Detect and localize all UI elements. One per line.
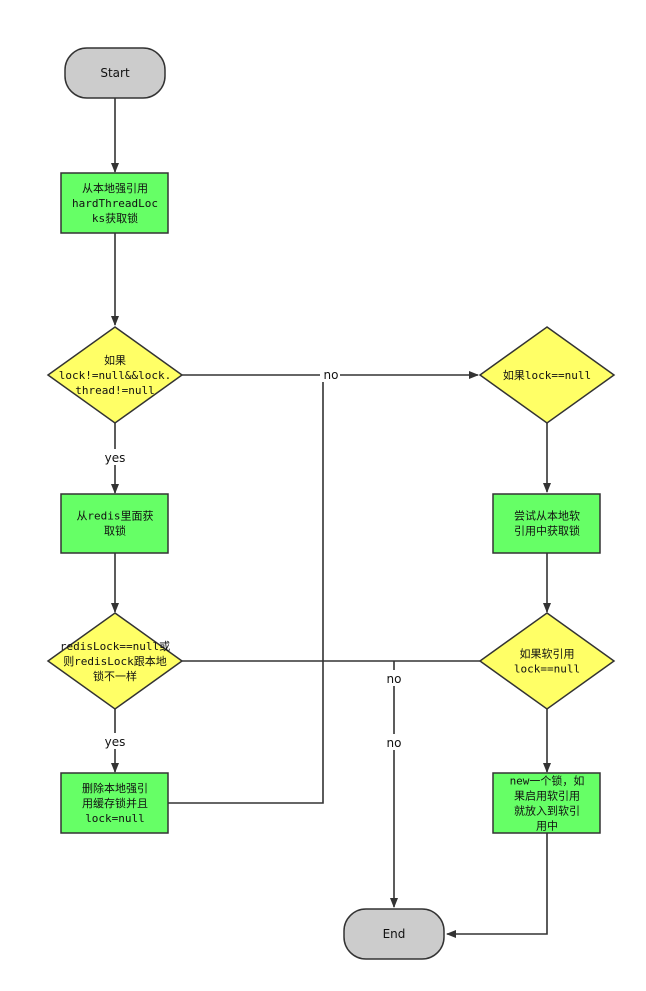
node-text-line: 则redisLock跟本地: [63, 654, 167, 668]
from-redis-box: [60, 493, 169, 554]
node-text-line: 用缓存锁并且: [82, 796, 148, 810]
node-text-line: ks获取锁: [92, 211, 138, 225]
node-text-line: new一个锁，如: [510, 774, 585, 788]
new-lock-box: [492, 772, 601, 834]
delete-local-text: 删除本地强引用缓存锁并且 lock=null: [82, 781, 148, 825]
node-end: End: [343, 908, 445, 960]
node-text-line: hardThreadLoc: [72, 197, 158, 210]
node-text-line: lock!=null&&lock.: [59, 369, 172, 382]
node-text-line: 删除本地强引: [82, 781, 148, 795]
try-soft-text: 尝试从本地软引用中获取锁: [514, 509, 580, 538]
node-text-line: thread!=null: [75, 384, 154, 397]
node-text-line: 从本地强引用: [82, 181, 148, 195]
node-text-line: 用中: [536, 820, 558, 833]
end-label: End: [383, 927, 406, 941]
edge-delete-to-merge: [168, 375, 324, 804]
edge-label-no-top: no: [324, 368, 339, 382]
node-text-line: 锁不一样: [93, 669, 137, 683]
try-soft-box: [492, 493, 601, 554]
node-check-redis: redisLock==null或则redisLock跟本地锁不一样: [46, 612, 184, 710]
check-null-diamond: [478, 326, 616, 424]
check-redis-text: redisLock==null或则redisLock跟本地锁不一样: [60, 640, 170, 683]
delete-local-box: [60, 772, 169, 834]
node-text-line: 取锁: [104, 524, 126, 538]
node-check-soft: 如果软引用 lock==null: [478, 612, 616, 710]
check-null-text: 如果lock==null: [503, 368, 591, 382]
node-check-null: 如果lock==null: [478, 326, 616, 424]
label-bg: [384, 670, 404, 686]
label-bg: [102, 733, 128, 749]
node-try-soft: 尝试从本地软引用中获取锁: [492, 493, 601, 554]
node-text-line: 尝试从本地软: [514, 509, 580, 523]
check-lock-diamond: [46, 326, 184, 424]
check-soft-diamond: [478, 612, 616, 710]
node-new-lock: new一个锁，如果启用软引用就放入到软引用中: [492, 772, 601, 834]
start-label: Start: [100, 66, 130, 80]
node-text-line: lock=null: [85, 812, 145, 825]
get-hard-box: [60, 172, 169, 234]
label-bg: [320, 366, 340, 382]
edge-label-no-mid: no: [387, 672, 402, 686]
edges: [111, 98, 551, 938]
check-soft-text: 如果软引用 lock==null: [514, 647, 580, 676]
edge-label-yes-1: yes: [105, 451, 126, 465]
edge-new-lock-to-end: [446, 833, 548, 938]
edge-label-no-low: no: [387, 736, 402, 750]
label-bg: [102, 449, 128, 465]
node-text-line: 引用中获取锁: [514, 524, 580, 538]
node-text-line: lock==null: [514, 663, 580, 676]
node-text-line: 如果软引用: [520, 647, 575, 661]
new-lock-text: new一个锁，如果启用软引用就放入到软引用中: [510, 774, 585, 833]
end-shape: [343, 908, 445, 960]
node-check-lock: 如果 lock!=null&&lock. thread!=null: [46, 326, 184, 424]
node-from-redis: 从redis里面获取锁: [60, 493, 169, 554]
node-delete-local: 删除本地强引用缓存锁并且 lock=null: [60, 772, 169, 834]
node-text-line: 如果: [104, 353, 126, 367]
node-text-line: 如果lock==null: [503, 368, 591, 382]
node-text-line: 果启用软引用: [514, 789, 580, 803]
node-text-line: 从redis里面获: [76, 510, 153, 523]
edge-label-yes-2: yes: [105, 735, 126, 749]
label-bg: [384, 734, 404, 750]
edge-labels: no yes yes no no: [102, 366, 404, 750]
node-start: Start: [64, 47, 166, 99]
check-redis-diamond: [46, 612, 184, 710]
node-text-line: 就放入到软引: [514, 804, 580, 818]
check-lock-text: 如果 lock!=null&&lock. thread!=null: [59, 353, 172, 397]
from-redis-text: 从redis里面获取锁: [76, 510, 153, 538]
start-shape: [64, 47, 166, 99]
node-text-line: redisLock==null或: [60, 640, 170, 653]
